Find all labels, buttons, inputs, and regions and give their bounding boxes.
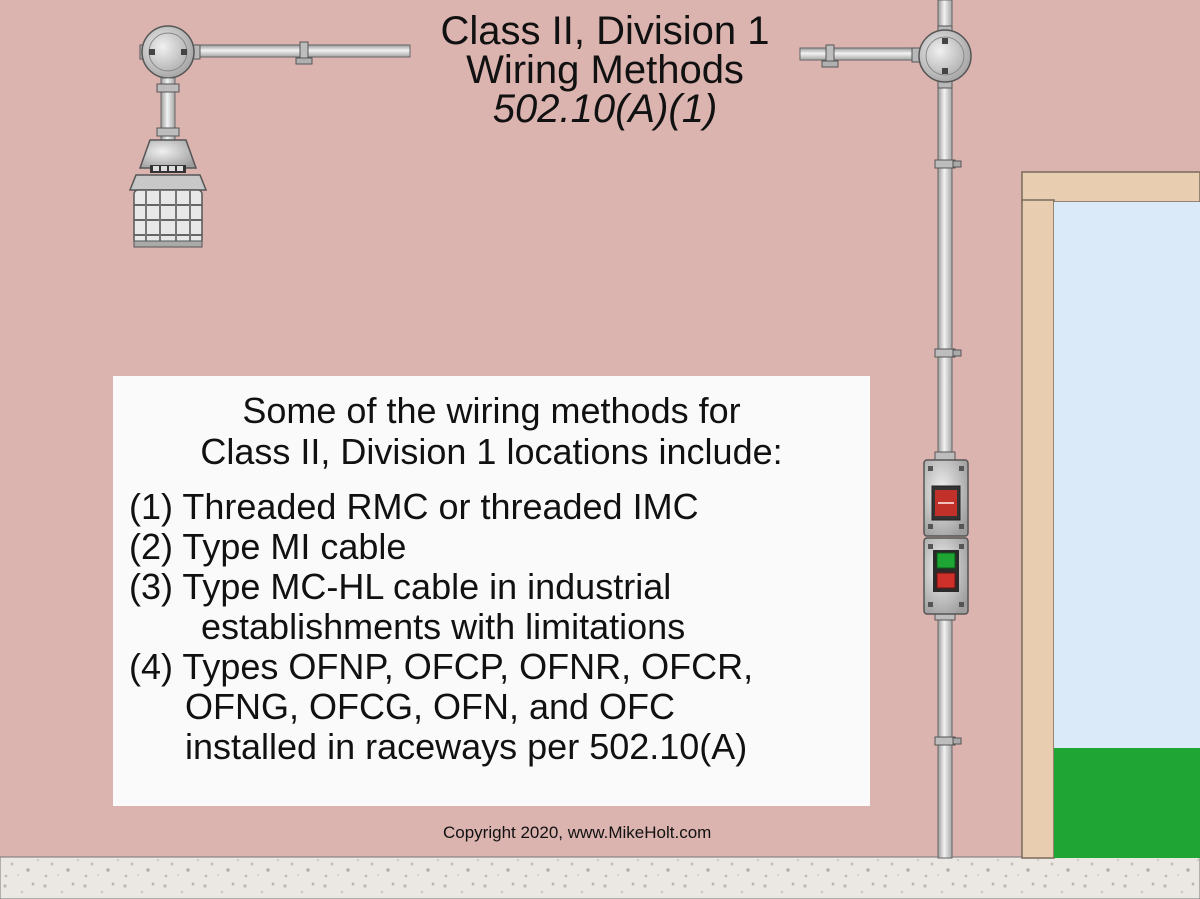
list-item-continuation: installed in raceways per 502.10(A): [185, 726, 748, 767]
switch-enclosure: [923, 459, 969, 537]
pushbutton-station: [923, 537, 969, 615]
conduit-vertical: [934, 0, 962, 859]
diagram-title: Class II, Division 1 Wiring Methods 502.…: [405, 9, 805, 131]
intro-line-1: Some of the wiring methods for: [242, 390, 741, 431]
title-line-2: Wiring Methods: [466, 48, 744, 92]
list-item-continuation: establishments with limitations: [201, 606, 686, 647]
junction-box-right: [911, 25, 972, 89]
list-item: (4) Types OFNP, OFCP, OFNR, OFCR,: [129, 646, 754, 687]
intro-line-2: Class II, Division 1 locations include:: [200, 431, 783, 472]
list-item: (2) Type MI cable: [129, 526, 407, 567]
floor: [0, 856, 1200, 899]
list-item: (3) Type MC-HL cable in industrial: [129, 566, 672, 607]
explosion-proof-light-fixture: [128, 77, 208, 248]
title-line-1: Class II, Division 1: [440, 9, 770, 53]
wiring-methods-list: (1) Threaded RMC or threaded IMC (2) Typ…: [129, 487, 753, 767]
copyright-notice: Copyright 2020, www.MikeHolt.com: [443, 823, 712, 842]
grass: [1054, 748, 1200, 858]
wiring-methods-box: Some of the wiring methods for Class II,…: [113, 376, 870, 806]
title-code-reference: 502.10(A)(1): [492, 87, 718, 131]
list-item-continuation: OFNG, OFCG, OFN, and OFC: [185, 686, 676, 727]
list-item: (1) Threaded RMC or threaded IMC: [129, 486, 699, 527]
doorway: [1021, 171, 1200, 859]
junction-box-left: [139, 25, 201, 79]
conduit-left: [189, 41, 411, 65]
conduit-right-horizontal: [799, 44, 921, 68]
